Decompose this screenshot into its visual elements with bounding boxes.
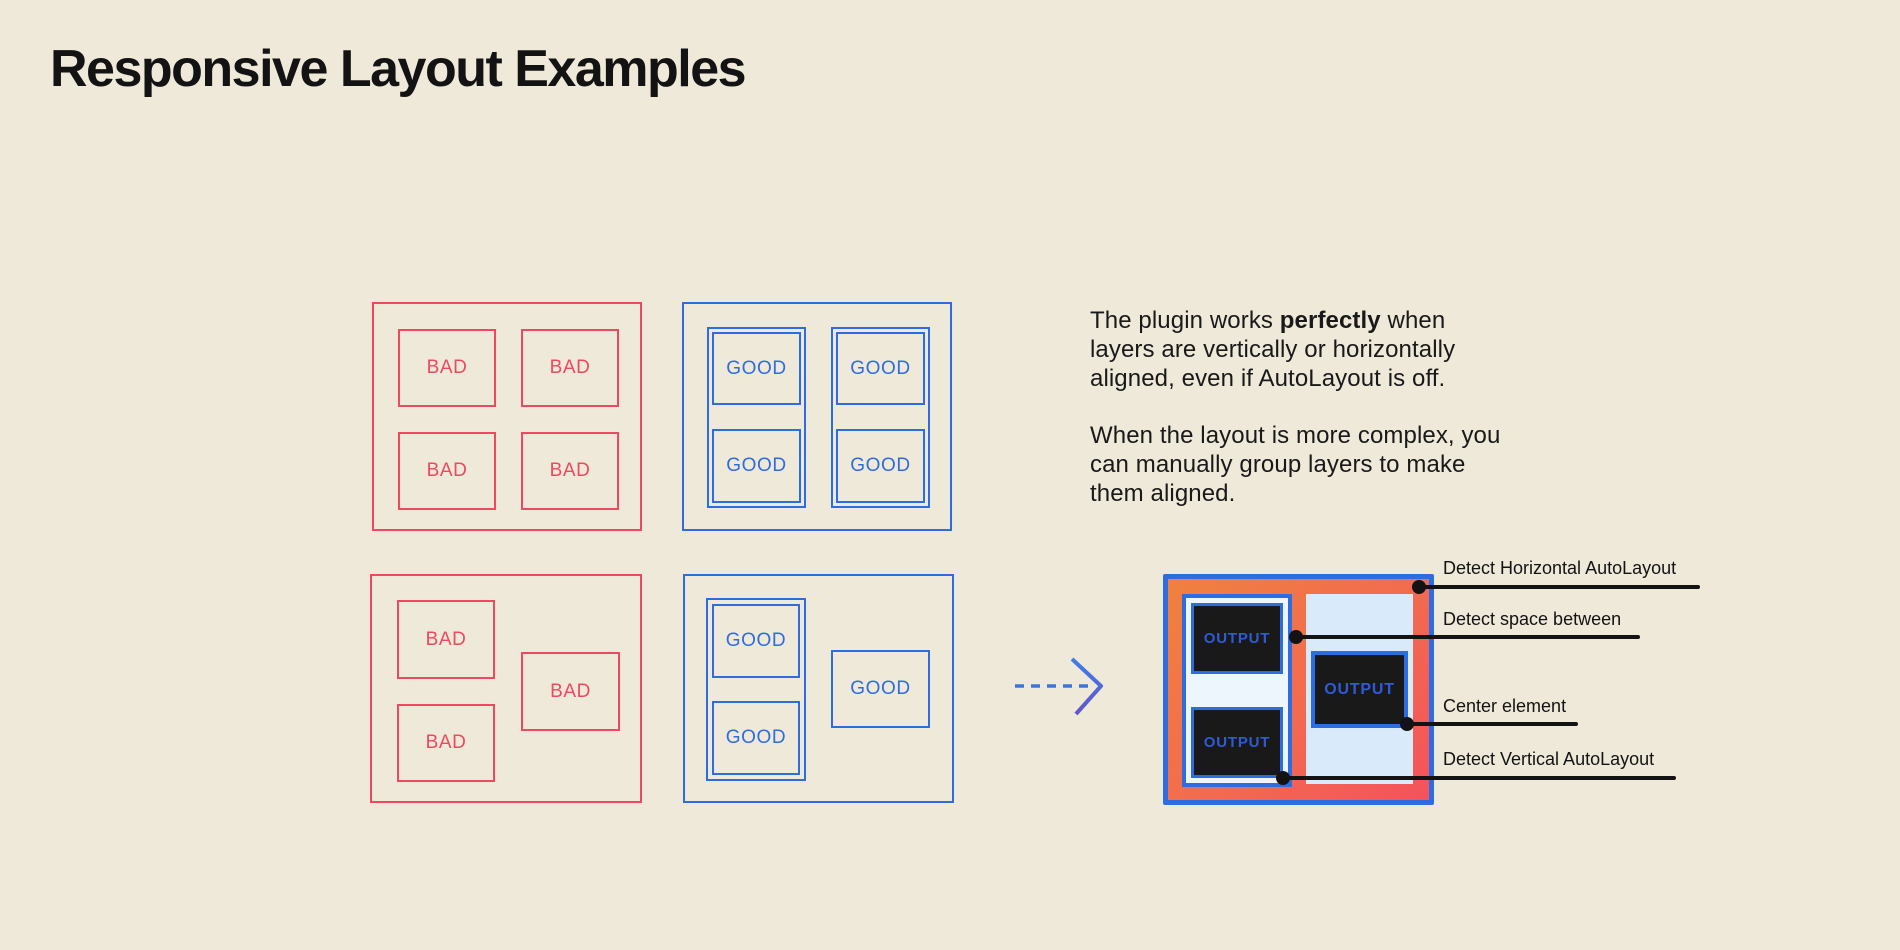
bad-box: BAD bbox=[521, 329, 619, 407]
good-box: GOOD bbox=[712, 429, 801, 503]
page-title: Responsive Layout Examples bbox=[50, 40, 747, 98]
good-box: GOOD bbox=[712, 701, 800, 775]
p2-text: can manually group layers to make bbox=[1090, 451, 1466, 478]
dashed-arrow-right-icon bbox=[1015, 657, 1103, 716]
good-group-wrapper: GOOD GOOD bbox=[706, 598, 806, 781]
bad-box: BAD bbox=[397, 600, 495, 679]
annotation-line bbox=[1419, 585, 1700, 589]
good-group-wrapper: GOOD GOOD bbox=[707, 327, 806, 508]
bad-box: BAD bbox=[398, 432, 496, 510]
good-box: GOOD bbox=[712, 332, 801, 405]
p2-text: them aligned. bbox=[1090, 480, 1236, 507]
description-text: The plugin works perfectly when layers a… bbox=[1090, 306, 1560, 508]
p1-text: aligned, even if AutoLayout is off. bbox=[1090, 365, 1446, 392]
p2-text: When the layout is more complex, you bbox=[1090, 422, 1501, 449]
annotation-label: Detect Vertical AutoLayout bbox=[1443, 749, 1655, 769]
bad-box: BAD bbox=[398, 329, 496, 407]
annotation-label: Detect space between bbox=[1443, 609, 1622, 629]
output-box-label: OUTPUT bbox=[1203, 630, 1271, 647]
p1-text: The plugin works bbox=[1090, 307, 1280, 334]
bad-box: BAD bbox=[521, 432, 619, 510]
output-box: OUTPUT bbox=[1191, 707, 1283, 778]
p1-bold-text: perfectly bbox=[1279, 307, 1381, 334]
output-box-label: OUTPUT bbox=[1324, 680, 1395, 698]
good-box: GOOD bbox=[712, 604, 800, 678]
p1-text: layers are vertically or horizontally bbox=[1090, 336, 1456, 363]
output-box: OUTPUT bbox=[1191, 603, 1283, 674]
bad-box: BAD bbox=[521, 652, 620, 731]
bad-example-aligned-frame: BAD BAD BAD BAD bbox=[372, 302, 642, 531]
description-paragraph-2: When the layout is more complex, you can… bbox=[1090, 421, 1560, 508]
description-paragraph-1: The plugin works perfectly when layers a… bbox=[1090, 306, 1560, 393]
annotation-line bbox=[1283, 776, 1676, 780]
good-example-aligned-frame: GOOD GOOD GOOD GOOD bbox=[682, 302, 952, 531]
output-box-centered: OUTPUT bbox=[1311, 651, 1408, 728]
good-box: GOOD bbox=[836, 429, 925, 503]
good-box: GOOD bbox=[831, 650, 930, 728]
good-group-wrapper: GOOD GOOD bbox=[831, 327, 930, 508]
good-example-complex-frame: GOOD GOOD GOOD bbox=[683, 574, 954, 803]
bad-example-complex-frame: BAD BAD BAD bbox=[370, 574, 642, 803]
output-box-label: OUTPUT bbox=[1203, 734, 1271, 751]
bad-box: BAD bbox=[397, 704, 495, 782]
annotation-label: Detect Horizontal AutoLayout bbox=[1443, 558, 1677, 578]
p1-text: when bbox=[1380, 307, 1446, 334]
good-box: GOOD bbox=[836, 332, 925, 405]
annotation-line bbox=[1296, 635, 1640, 639]
annotation-label: Center element bbox=[1443, 696, 1567, 716]
output-preview-frame: OUTPUT OUTPUT OUTPUT bbox=[1163, 574, 1434, 805]
annotation-line bbox=[1407, 722, 1578, 726]
output-vertical-group: OUTPUT OUTPUT bbox=[1182, 594, 1292, 787]
